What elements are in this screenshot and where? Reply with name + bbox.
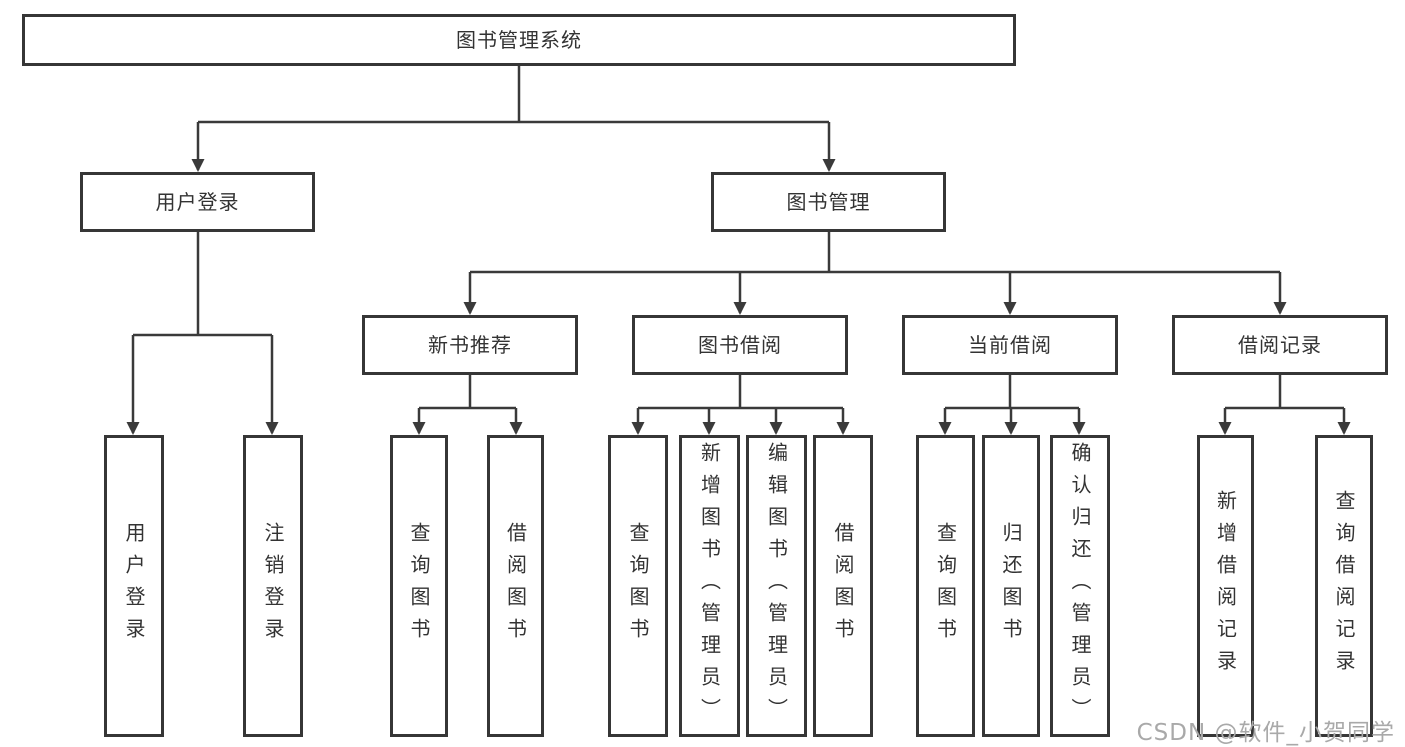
leaf-label: 归还图书 [999,522,1023,650]
node-label: 借阅记录 [1238,333,1322,357]
node-book-borrowing: 图书借阅 [632,315,848,375]
csdn-watermark: CSDN @软件_小贺同学 [1136,720,1395,746]
leaf-current-query-books: 查询图书 [916,435,975,737]
leaf-label: 新增借阅记录 [1213,490,1238,682]
leaf-recommend-borrow-books: 借阅图书 [487,435,544,737]
leaf-label: 借阅图书 [831,522,855,650]
leaf-user-login: 用户登录 [104,435,164,737]
node-label: 新书推荐 [428,333,512,357]
leaf-records-add-borrow-record: 新增借阅记录 [1197,435,1254,737]
leaf-label: 新增图书（管理员） [697,442,722,730]
leaf-label: 借阅图书 [503,522,528,650]
leaf-recommend-query-books: 查询图书 [390,435,448,737]
node-label: 图书借阅 [698,333,782,357]
leaf-borrowing-query-books: 查询图书 [608,435,668,737]
node-label: 图书管理 [786,190,871,214]
leaf-label: 查询借阅记录 [1332,490,1356,682]
leaf-records-query-borrow-record: 查询借阅记录 [1315,435,1373,737]
leaf-logout: 注销登录 [243,435,303,737]
node-root-label: 图书管理系统 [456,28,582,52]
node-new-book-recommend: 新书推荐 [362,315,578,375]
node-label: 用户登录 [155,190,240,214]
leaf-label: 查询图书 [407,522,431,650]
node-current-borrowing: 当前借阅 [902,315,1118,375]
node-root: 图书管理系统 [22,14,1016,66]
node-borrow-records: 借阅记录 [1172,315,1388,375]
leaf-borrowing-add-books-admin: 新增图书（管理员） [679,435,740,737]
leaf-label: 查询图书 [626,522,650,650]
leaf-label: 查询图书 [933,522,958,650]
node-book-management: 图书管理 [711,172,946,232]
leaf-label: 用户登录 [122,522,146,650]
node-user-login: 用户登录 [80,172,315,232]
leaf-current-confirm-return-admin: 确认归还（管理员） [1050,435,1110,737]
leaf-borrowing-edit-books-admin: 编辑图书（管理员） [746,435,807,737]
leaf-label: 编辑图书（管理员） [764,442,789,730]
leaf-label: 确认归还（管理员） [1068,442,1092,730]
leaf-borrowing-borrow-books: 借阅图书 [813,435,873,737]
node-label: 当前借阅 [968,333,1052,357]
leaf-current-return-books: 归还图书 [982,435,1040,737]
leaf-label: 注销登录 [261,522,285,650]
